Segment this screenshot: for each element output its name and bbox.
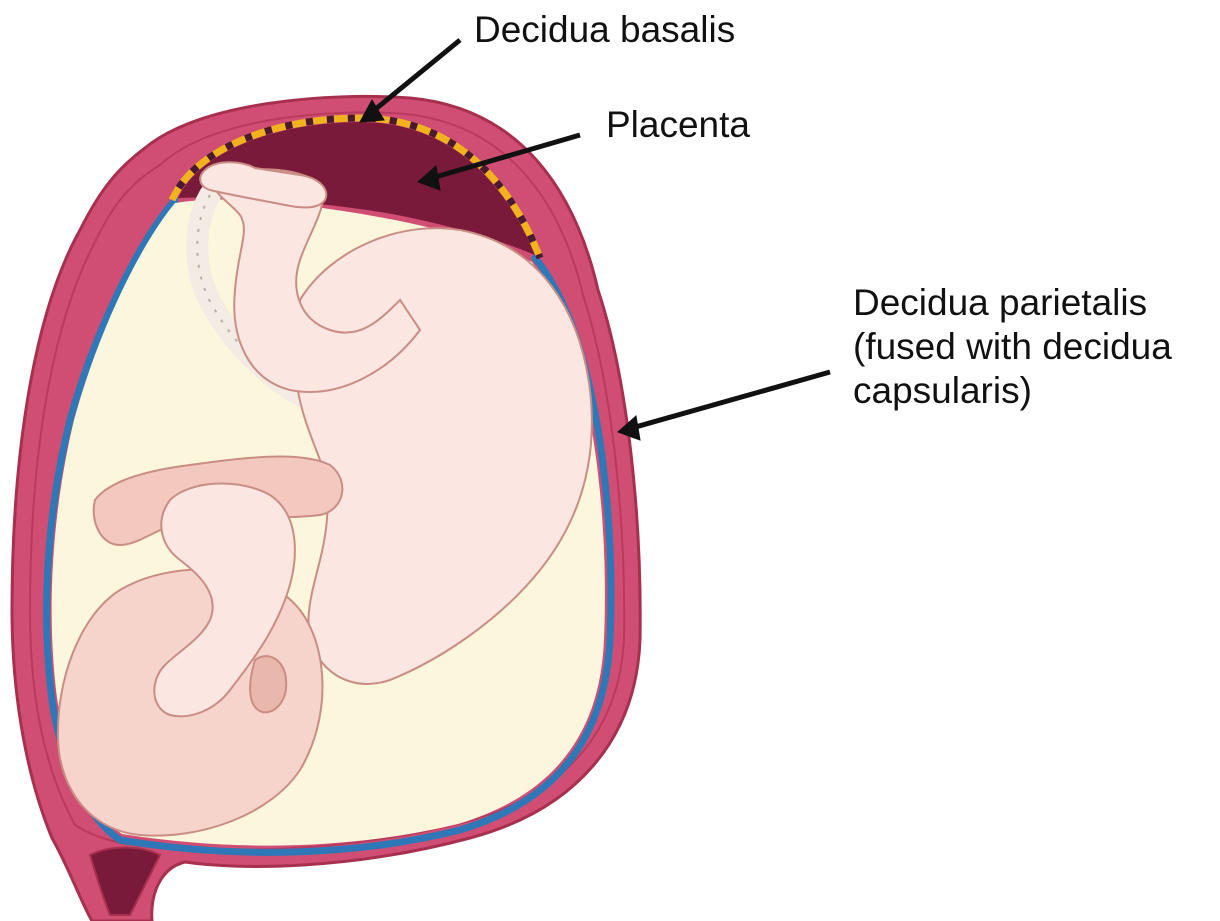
- decidua-parietalis-line2: (fused with decidua: [853, 325, 1172, 369]
- decidua-parietalis-label: Decidua parietalis (fused with decidua c…: [853, 281, 1172, 413]
- decidua-parietalis-line3: capsularis): [853, 369, 1172, 413]
- fetus-ear: [250, 656, 286, 712]
- decidua-parietalis-line1: Decidua parietalis: [853, 281, 1172, 325]
- arrow-decidua-parietalis: [632, 372, 830, 428]
- decidua-basalis-label: Decidua basalis: [474, 8, 735, 52]
- placenta-text: Placenta: [606, 103, 750, 147]
- placenta-label: Placenta: [606, 103, 750, 147]
- decidua-basalis-text: Decidua basalis: [474, 8, 735, 52]
